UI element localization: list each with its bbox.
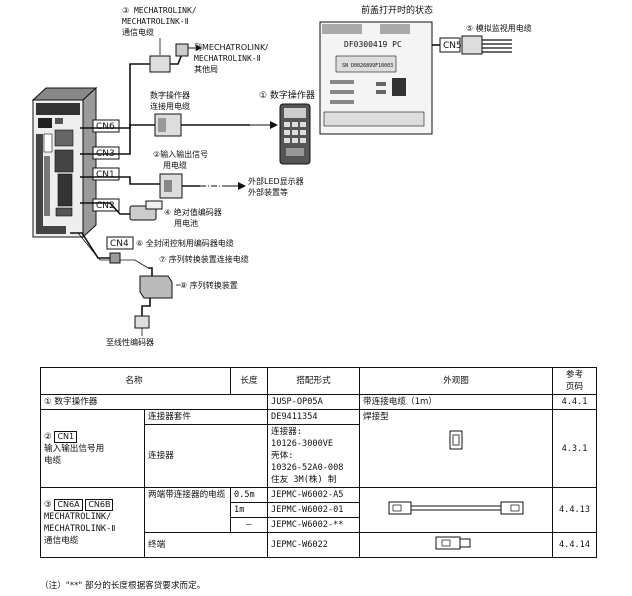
op-cable-line2: 连接用电缆 — [150, 101, 190, 111]
callout-5: ⑤ 模拟监视用电缆 — [466, 23, 532, 33]
external-devices: 外部装置等 — [248, 187, 288, 197]
front-cover-title: 前盖打开时的状态 — [361, 4, 433, 16]
connector-shell-icon — [449, 430, 463, 450]
other-station-line1: 到MECHATROLINK/ — [194, 43, 268, 52]
callout-2-line1: ②输入输出信号 — [153, 149, 208, 159]
row3-length-0: 0.5m — [230, 487, 269, 503]
row3-length-2: – — [230, 517, 269, 533]
external-led: 外部LED显示器 — [248, 176, 304, 186]
battery: ④ 绝对值编码器 用电池 — [129, 200, 222, 228]
row2-name: ② CN1 输入输出信号用电缆 — [40, 409, 145, 488]
row1-ref: 4.4.1 — [552, 394, 598, 410]
row3-term-ref: 4.4.14 — [552, 532, 598, 558]
port-cn6: CN6 — [96, 122, 115, 132]
row2-conn-model: 连接器:10126-3000VE 壳体:10326-52A0-008 住友 3M… — [267, 424, 361, 488]
callout-6: ⑥ 全封闭控制用编码器电缆 — [136, 238, 234, 248]
header-model: 搭配形式 — [267, 367, 361, 395]
digital-operator: ① 数字操作器 — [259, 89, 315, 165]
callout-7: ⑦ 序列转换装置连接电缆 — [159, 254, 249, 264]
row2-kit-model: DE9411354 — [267, 409, 361, 425]
port-cn5: CN5 — [443, 41, 462, 51]
servo-pack — [31, 86, 98, 239]
row1-name: ① 数字操作器 — [39, 394, 269, 410]
callout-8: ⑧ 序列转换装置 — [180, 280, 238, 290]
header-appearance: 外观图 — [359, 367, 554, 395]
mechatrolink-cable: ③ MECHATROLINK/ MECHATROLINK-Ⅱ 通信电缆 到MEC… — [122, 6, 268, 74]
row3-term-model: JEPMC-W6022 — [267, 532, 361, 558]
row3-model-2: JEPMC-W6002-** — [267, 517, 361, 533]
port-labels: CN6 CN3 CN1 CN2 CN4 — [92, 119, 134, 250]
header-length: 长度 — [230, 367, 269, 395]
other-station-line2: MECHATROLINK-Ⅱ — [194, 54, 261, 63]
callout-2-line2: 用电缆 — [163, 160, 187, 170]
row3-model-1: JEPMC-W6002-01 — [267, 502, 361, 518]
row2-conn-label: 连接器 — [143, 424, 269, 488]
svg-text:DF0300419 PC: DF0300419 PC — [344, 40, 402, 49]
callout-4-line2: 用电池 — [174, 218, 198, 228]
header-name: 名称 — [39, 367, 232, 395]
linear-encoder: 至线性编码器 — [106, 337, 154, 347]
row3-ref: 4.4.13 — [552, 487, 598, 533]
table-row: – JEPMC-W6002-** — [41, 517, 597, 533]
row2-appearance: 焊接型 — [359, 409, 554, 488]
table-row: ③ CN6A CN6B MECHATROLINK/ MECHATROLINK-Ⅱ… — [40, 487, 598, 558]
table-row: ② CN1 输入输出信号用电缆 连接器套件 DE9411354 焊接型 4.3.… — [40, 409, 598, 488]
row2-ref: 4.3.1 — [552, 409, 598, 488]
row3-name: ③ CN6A CN6B MECHATROLINK/ MECHATROLINK-Ⅱ… — [40, 487, 145, 558]
op-cable-line1: 数字操作器 — [150, 90, 190, 100]
row3-appearance — [359, 487, 554, 533]
dual-connector-cable-icon — [388, 501, 524, 515]
row3-term-appearance — [359, 532, 554, 558]
footnote: （注）"**" 部分的长度根据客贷要求而定。 — [40, 581, 206, 591]
front-cover-view: 前盖打开时的状态 DF0300419 PC SN D0026899F10003 … — [319, 4, 532, 135]
header-ref: 参考页码 — [552, 367, 598, 395]
row1-model: JUSP-OP05A — [267, 394, 361, 410]
serial-converter: ⑥ 全封闭控制用编码器电缆 ⑦ 序列转换装置连接电缆 ⑧ 序列转换装置 至线性编… — [106, 238, 249, 347]
terminator-icon — [435, 536, 471, 550]
callout-4-line1: ④ 绝对值编码器 — [164, 207, 222, 217]
row2-kit-label: 连接器套件 — [143, 409, 269, 425]
row3-tag-a: CN6A — [54, 498, 83, 511]
io-signal-cable: ②输入输出信号 用电缆 外部LED显示器 外部装置等 — [153, 149, 304, 199]
cables — [70, 63, 160, 269]
row3-term-label: 终端 — [143, 532, 269, 558]
port-cn1: CN1 — [96, 170, 115, 180]
table-row: 连接器 连接器:10126-3000VE 壳体:10326-52A0-008 住… — [41, 424, 597, 488]
callout-1: ① 数字操作器 — [259, 89, 315, 101]
other-station-line3: 其他局 — [194, 64, 218, 74]
table-row: ① 数字操作器 JUSP-OP05A 带连接电缆（1m） 4.4.1 — [39, 394, 598, 410]
callout-3-line2: MECHATROLINK-Ⅱ — [122, 17, 189, 26]
callout-3-line1: ③ MECHATROLINK/ — [122, 6, 197, 15]
row1-appearance: 带连接电缆（1m） — [359, 394, 554, 410]
table-header-row: 名称 长度 搭配形式 外观图 参考页码 — [39, 367, 598, 395]
row3-length-1: 1m — [230, 502, 269, 518]
table-row: 终端 JEPMC-W6022 4.4.14 — [41, 532, 598, 558]
operator-cable: 数字操作器 连接用电缆 — [150, 90, 278, 137]
row3-model-0: JEPMC-W6002-A5 — [267, 487, 361, 503]
wiring-diagram: CN6 CN3 CN1 CN2 CN4 ③ MECHATROLINK/ MECH… — [31, 4, 532, 347]
callout-3-line3: 通信电缆 — [122, 27, 154, 37]
cable-spec-table: 名称 长度 搭配形式 外观图 参考页码 ① 数字操作器 JUSP-OP05A 带… — [39, 367, 598, 558]
row2-tag: CN1 — [54, 430, 78, 443]
row3-dual-label: 两端带连接器的电缆 — [143, 487, 232, 533]
port-cn4: CN4 — [110, 239, 129, 249]
svg-text:SN D0026899F10003: SN D0026899F10003 — [342, 63, 393, 69]
port-cn2: CN2 — [96, 201, 115, 211]
row3-tag-b: CN6B — [85, 498, 114, 511]
